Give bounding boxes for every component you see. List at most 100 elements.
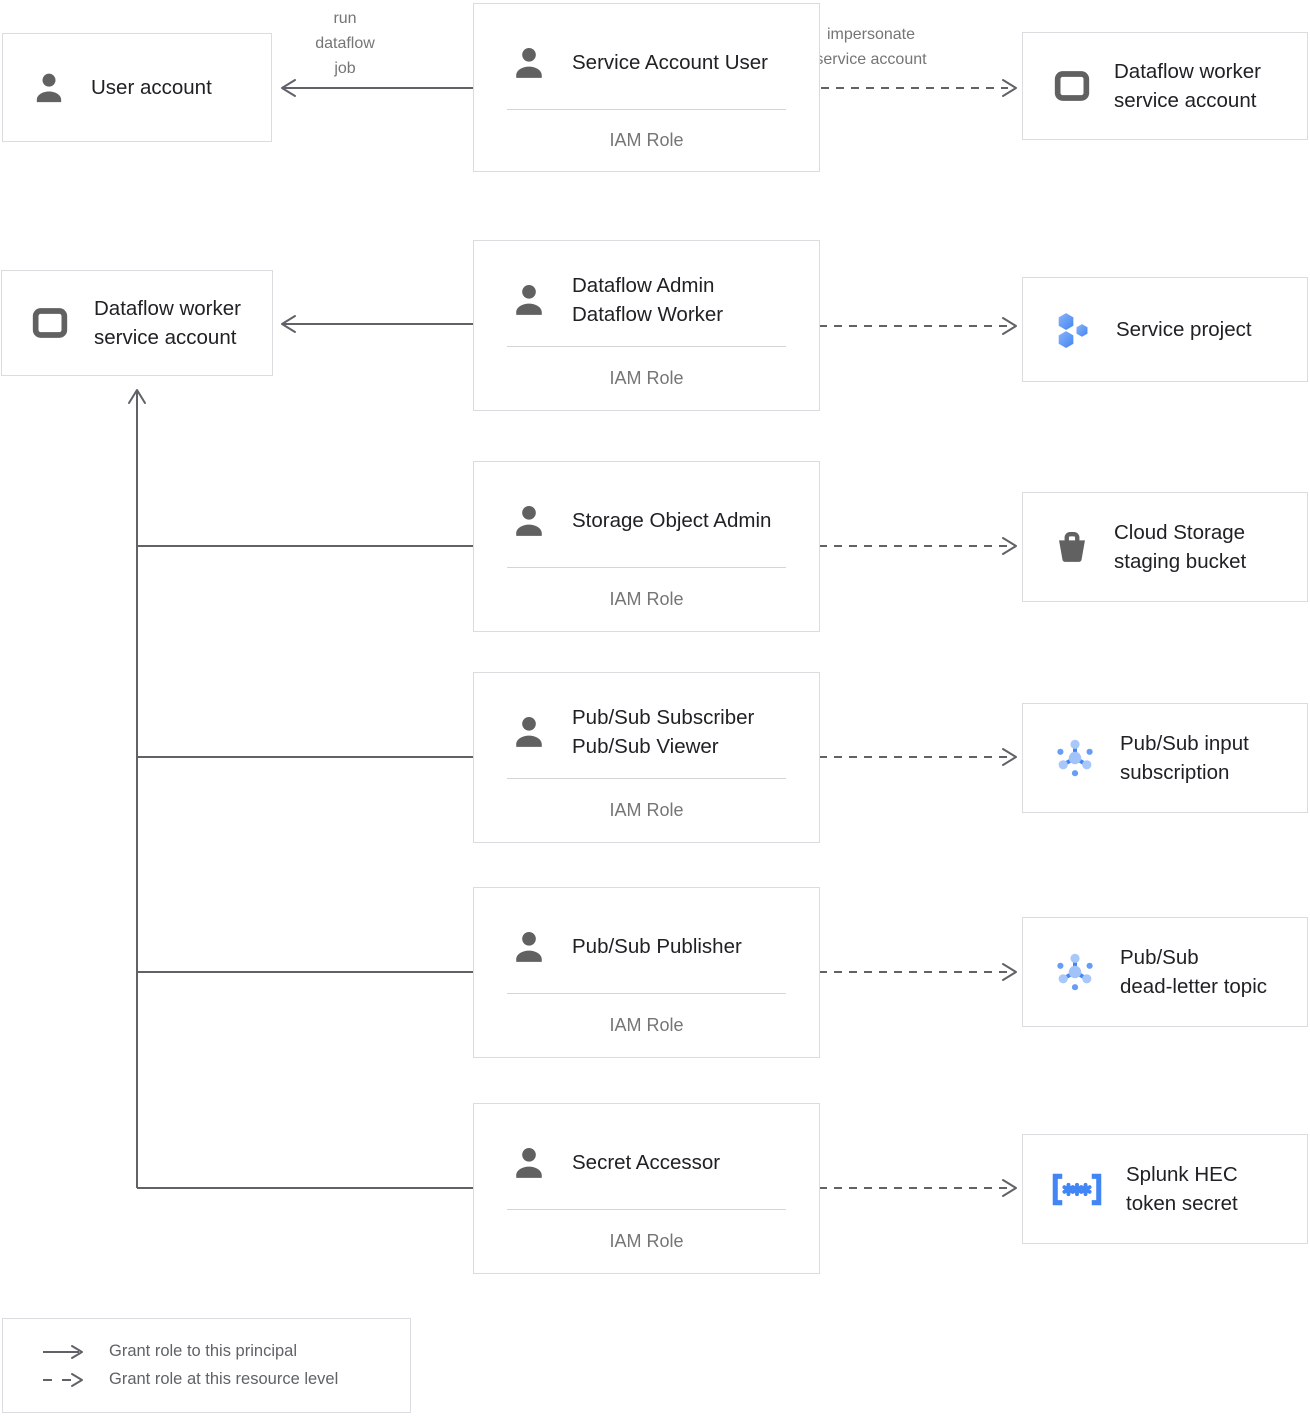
edge-resource-staging-bucket [819, 537, 1017, 555]
edge-trunk-to-worker-service-account [128, 389, 474, 1189]
role-title-line: Dataflow Worker [572, 302, 724, 326]
divider [507, 1209, 786, 1210]
dashed-arrow-icon [43, 1372, 83, 1387]
node-title: Pub/Sub dead-letter topic [1120, 943, 1267, 1001]
role-title-line: Storage Object Admin [572, 509, 772, 532]
role-title-line: Pub/Sub Subscriber [572, 705, 755, 729]
iam-role-label: IAM Role [609, 130, 684, 150]
divider [507, 109, 786, 110]
iam-role-label: IAM Role [609, 800, 684, 820]
node-title-line: Cloud Storage [1114, 521, 1246, 544]
node-dataflow-worker-service-account-left: Dataflow worker service account [1, 270, 273, 376]
legend-item-dashed: Grant role at this resource level [41, 1370, 410, 1389]
service-account-icon [1051, 66, 1093, 106]
person-icon [508, 1142, 550, 1184]
node-title-line: Pub/Sub [1120, 946, 1199, 969]
node-title-line: subscription [1120, 761, 1230, 784]
node-title-line: Splunk HEC [1126, 1163, 1238, 1186]
node-title-line: dead-letter topic [1120, 975, 1268, 998]
edge-run-dataflow-job [281, 79, 475, 97]
node-title-line: service account [1114, 89, 1257, 112]
node-title: Dataflow worker service account [94, 294, 241, 352]
node-title-line: service account [94, 326, 237, 349]
role-title: Dataflow Admin Dataflow Worker [572, 271, 723, 329]
role-title-line: Pub/Sub Publisher [572, 935, 742, 958]
iam-role-label: IAM Role [609, 368, 684, 388]
edge-label-line: impersonate [826, 26, 916, 43]
iam-role-label: IAM Role [609, 1231, 684, 1251]
pubsub-icon [1051, 948, 1099, 996]
role-box-pubsub-publisher: Pub/Sub Publisher IAM Role [473, 887, 820, 1058]
edge-label-impersonate-service-account: impersonate service account [791, 22, 951, 72]
role-title-line: Secret Accessor [572, 1151, 721, 1174]
node-pubsub-dead-letter-topic: Pub/Sub dead-letter topic [1022, 917, 1308, 1027]
pubsub-icon [1051, 734, 1099, 782]
edge-resource-token-secret [819, 1179, 1017, 1197]
node-title: Dataflow worker service account [1114, 57, 1261, 115]
node-title-line: token secret [1126, 1192, 1238, 1215]
role-box-storage-object-admin: Storage Object Admin IAM Role [473, 461, 820, 632]
solid-arrow-icon [43, 1344, 83, 1359]
node-splunk-hec-token-secret: Splunk HEC token secret [1022, 1134, 1308, 1244]
role-title-line: Dataflow Admin [572, 273, 715, 297]
role-title: Service Account User [572, 48, 768, 77]
edge-resource-dead-letter-topic [819, 963, 1017, 981]
edge-resource-input-subscription [819, 748, 1017, 766]
role-title: Secret Accessor [572, 1148, 720, 1177]
person-icon [508, 500, 550, 542]
bucket-icon [1051, 526, 1093, 568]
project-icon [1051, 306, 1095, 354]
edge-grant-dataflow-roles [281, 315, 473, 333]
person-icon [29, 68, 69, 108]
edge-label-line: job [334, 60, 356, 77]
role-title: Storage Object Admin [572, 506, 771, 535]
node-pubsub-input-subscription: Pub/Sub input subscription [1022, 703, 1308, 813]
legend: Grant role to this principal Grant role … [2, 1318, 411, 1413]
node-title-line: Pub/Sub input [1120, 732, 1249, 755]
edge-label-run-dataflow-job: run dataflow job [295, 6, 395, 81]
node-title: Cloud Storage staging bucket [1114, 518, 1246, 576]
person-icon [508, 42, 550, 84]
secret-icon [1044, 1166, 1110, 1213]
node-cloud-storage-staging-bucket: Cloud Storage staging bucket [1022, 492, 1308, 602]
node-title-line: Dataflow worker [94, 297, 241, 320]
service-account-icon [28, 303, 72, 343]
node-service-project: Service project [1022, 277, 1308, 382]
edge-impersonate-service-account [821, 79, 1017, 97]
node-title-line: Service project [1116, 318, 1252, 341]
role-box-pubsub-subscriber-viewer: Pub/Sub Subscriber Pub/Sub Viewer IAM Ro… [473, 672, 820, 843]
edge-label-line: service account [815, 51, 927, 68]
edge-label-line: run [333, 10, 357, 27]
role-box-dataflow-admin-worker: Dataflow Admin Dataflow Worker IAM Role [473, 240, 820, 411]
role-box-service-account-user: Service Account User IAM Role [473, 3, 820, 172]
node-title: Service project [1116, 315, 1252, 344]
role-title-line: Service Account User [572, 51, 768, 74]
role-title: Pub/Sub Subscriber Pub/Sub Viewer [572, 703, 754, 761]
node-user-account: User account [2, 33, 272, 142]
divider [507, 993, 786, 994]
divider [507, 346, 786, 347]
divider [507, 567, 786, 568]
node-dataflow-worker-service-account-right: Dataflow worker service account [1022, 32, 1308, 140]
person-icon [508, 279, 550, 321]
legend-label: Grant role to this principal [109, 1342, 298, 1360]
person-icon [508, 926, 550, 968]
edge-resource-service-project [819, 317, 1017, 335]
node-title: Pub/Sub input subscription [1120, 729, 1249, 787]
node-title-line: User account [91, 76, 212, 99]
legend-label: Grant role at this resource level [109, 1370, 339, 1388]
divider [507, 778, 786, 779]
role-title: Pub/Sub Publisher [572, 932, 742, 961]
person-icon [508, 711, 550, 753]
node-title: User account [91, 73, 212, 102]
role-box-secret-accessor: Secret Accessor IAM Role [473, 1103, 820, 1274]
iam-role-label: IAM Role [609, 1015, 684, 1035]
iam-role-label: IAM Role [609, 589, 684, 609]
node-title-line: staging bucket [1114, 550, 1247, 573]
edge-label-line: dataflow [315, 35, 375, 52]
role-title-line: Pub/Sub Viewer [572, 734, 719, 758]
legend-item-solid: Grant role to this principal [41, 1342, 410, 1361]
node-title-line: Dataflow worker [1114, 60, 1261, 83]
